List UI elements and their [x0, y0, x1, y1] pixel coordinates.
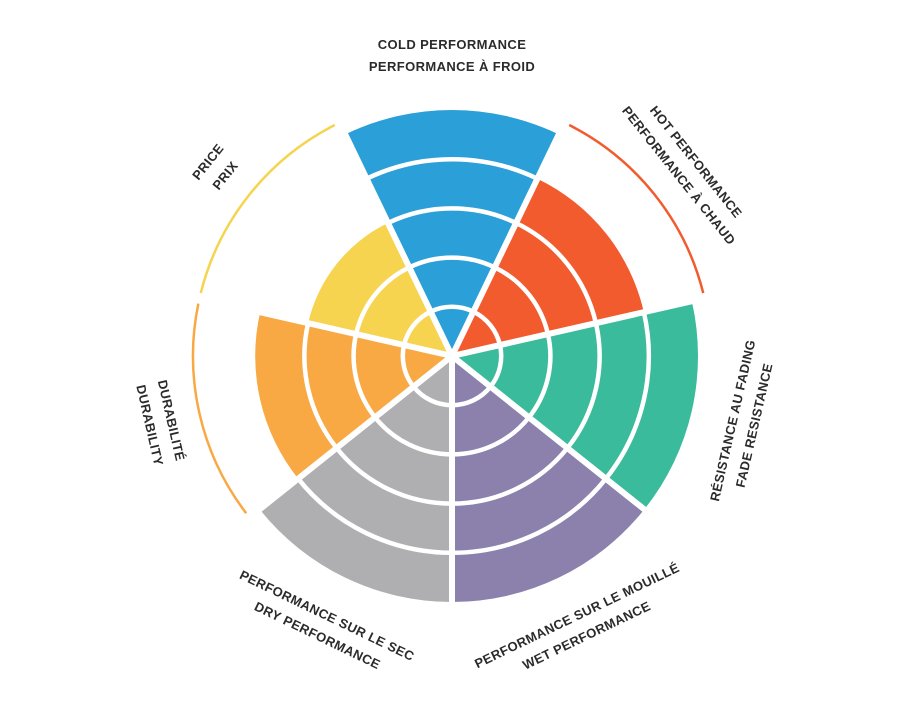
- sector-divider: [451, 297, 696, 359]
- ring-gap: [408, 255, 496, 270]
- ring-gap: [401, 309, 432, 346]
- ring-gap: [451, 446, 570, 506]
- ring-gap: [334, 446, 453, 506]
- sector-fade-resistance: [452, 301, 698, 510]
- sector-divider: [341, 130, 455, 358]
- ring-gap: [302, 322, 339, 450]
- ring-gap: [400, 344, 416, 389]
- max-marker-arc-hot-performance: [568, 123, 705, 294]
- ring-gap: [365, 156, 539, 181]
- ring-gap: [451, 385, 493, 408]
- ring-gap: [373, 415, 453, 457]
- ring-gap: [565, 322, 602, 450]
- max-marker-arc-price: [199, 123, 336, 294]
- ring-gap: [429, 304, 475, 314]
- ring-gap: [351, 333, 377, 419]
- sector-divider: [449, 130, 563, 358]
- sector-wet-performance: [452, 356, 645, 602]
- ring-gap: [296, 477, 453, 556]
- sector-divider: [208, 297, 453, 359]
- ring-gap: [493, 265, 551, 335]
- category-label-cold-performance-line2: PERFORMANCE À FROID: [368, 59, 536, 74]
- sector-dry-performance: [259, 356, 452, 602]
- ring-gap: [386, 206, 518, 226]
- ring-gap: [604, 311, 652, 481]
- sector-divider: [255, 353, 454, 514]
- ring-gap: [353, 265, 411, 335]
- ring-gap: [451, 415, 531, 457]
- ring-gap: [488, 344, 504, 389]
- category-label-cold-performance: COLD PERFORMANCE PERFORMANCE À FROID: [369, 34, 535, 78]
- ring-gap: [515, 220, 599, 324]
- category-label-cold-performance-line1: COLD PERFORMANCE: [377, 36, 527, 52]
- sector-hot-performance: [452, 178, 644, 356]
- ring-gap: [472, 309, 503, 346]
- max-marker-arc-durability: [191, 303, 248, 514]
- ring-gap: [527, 333, 553, 419]
- sector-divider: [450, 353, 649, 514]
- ring-gap: [411, 385, 453, 408]
- sector-cold-performance: [345, 109, 559, 356]
- ring-gap: [451, 477, 608, 556]
